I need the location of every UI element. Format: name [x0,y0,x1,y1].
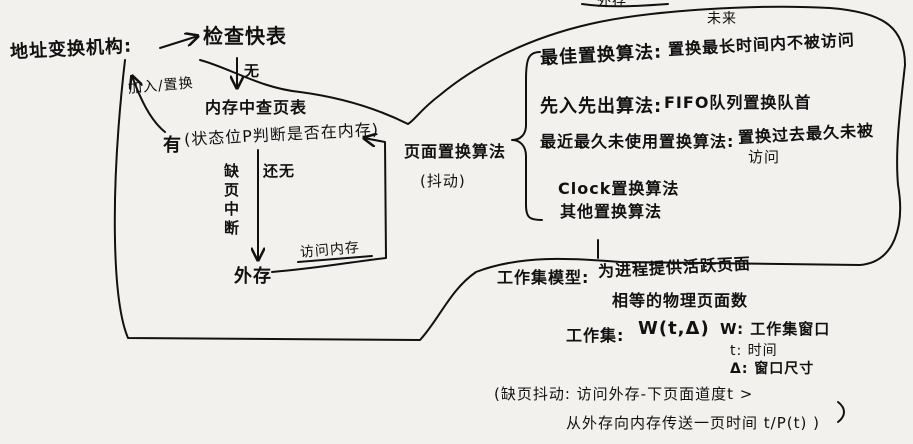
fifo-desc: FIFO队列置换队首 [664,93,812,112]
none-label-1: 无 [244,62,261,80]
bottom-bracket-right [837,401,845,423]
fifo-label: 先入先出算法: [540,96,663,117]
bottom-note-line1: (缺页抖动: 访问外存-下页面道度t > [494,385,754,403]
working-set-label: 工作集: [566,326,625,345]
check-page-table: 内存中查页表 [205,98,308,117]
page-fault-interrupt: 缺页中断 [223,162,240,237]
top-partial-text: 外存 [597,0,627,10]
access-memory-underline [297,255,373,263]
working-set-model-label: 工作集模型: [497,268,590,287]
working-set-formula: W(t,Δ) [638,318,710,339]
bottom-note-line2: 从外存向内存传送一页时间 t/P(t) ) [566,414,820,432]
lru-desc-2: 访问 [748,148,781,166]
w-definition: W: 工作集窗口 [720,320,831,338]
top-underline [581,3,669,8]
working-set-model-desc-2: 相等的物理页面数 [612,291,749,310]
algo-brace [511,51,543,221]
still-none-label: 还无 [263,162,296,180]
page-replacement-title: 页面置换算法 [404,142,507,161]
other-algorithms: 其他置换算法 [560,202,663,221]
arrow-access-memory [271,138,387,273]
thrashing-label: (抖动) [420,172,466,190]
clock-algorithm: Clock置换算法 [558,179,680,198]
lru-label: 最近最久未使用置换算法: [540,132,735,151]
has-label: 有 [163,135,182,156]
t-definition: t: 时间 [730,343,778,359]
delta-definition: Δ: 窗口尺寸 [730,361,815,377]
disk-label: 外存 [234,266,272,287]
arrow-to-fast-table [159,36,198,49]
arrow-has-back [132,76,166,133]
check-fast-table: 检查快表 [203,24,287,48]
enclosing-outline [113,5,906,341]
future-annotation: 未来 [707,11,737,27]
